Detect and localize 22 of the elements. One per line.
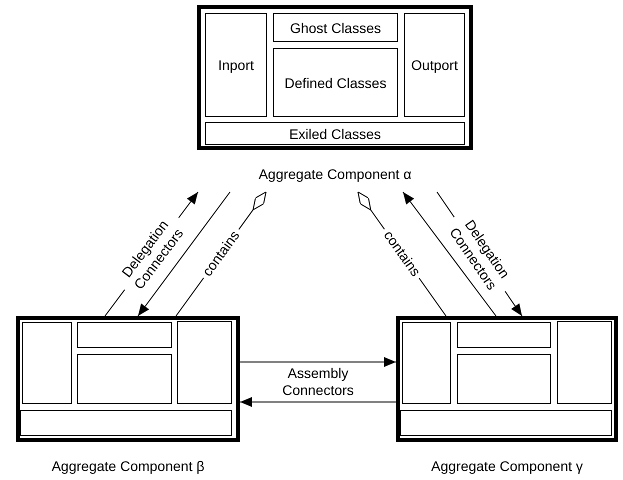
connector-arrow [402,192,496,316]
class-box: Outport [404,13,465,117]
empty-box [22,322,72,404]
empty-box [402,322,451,404]
connector-arrow [240,357,396,367]
connector-arrow [138,192,230,316]
component-caption: Aggregate Component β [52,457,204,476]
connector-arrow [240,397,396,407]
empty-box [557,321,612,404]
empty-box [177,321,232,404]
class-box: Defined Classes [273,48,398,117]
empty-box [400,410,612,436]
empty-box [457,322,551,348]
empty-box [77,354,172,404]
component-caption: Aggregate Component γ [431,457,583,476]
class-box: Ghost Classes [273,13,398,42]
component-caption: Aggregate Component α [258,165,412,184]
empty-box [77,322,172,348]
class-box: Exiled Classes [205,122,465,145]
empty-box [457,354,551,404]
empty-box [20,410,232,436]
class-box: Inport [205,13,267,117]
